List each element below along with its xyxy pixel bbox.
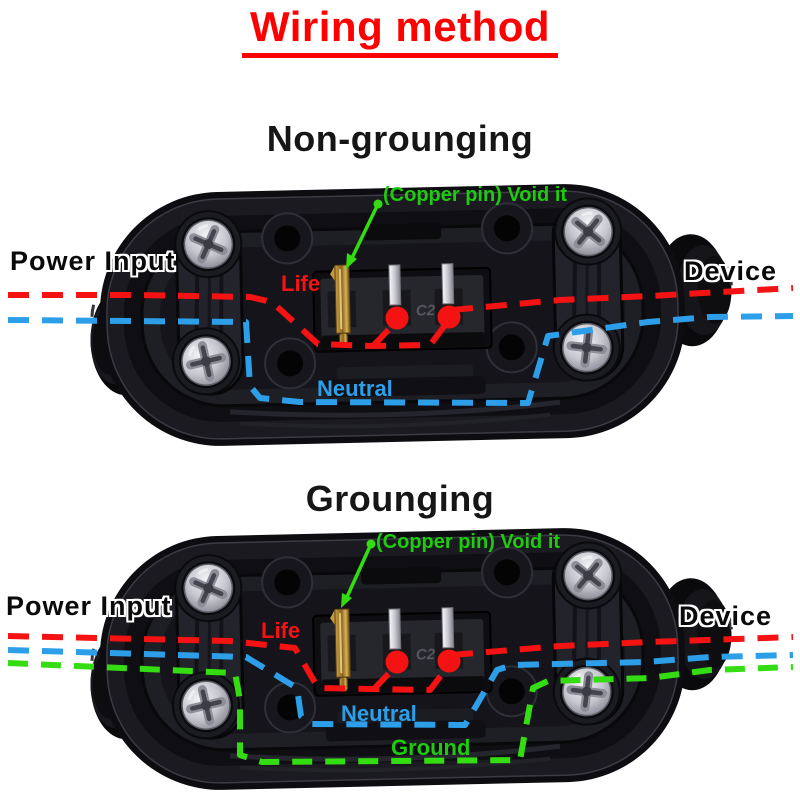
device-label-1: Device: [684, 256, 778, 286]
wiring-overlay-1: [7, 199, 794, 406]
junction-box-photo-1: [87, 180, 735, 448]
terminal-dot-right-2: [437, 649, 461, 673]
page-title: Wiring method: [0, 2, 800, 59]
terminal-dot-middle-1: [385, 306, 409, 330]
page-title-text: Wiring method: [241, 2, 559, 59]
terminal-dot-right-1: [437, 305, 461, 329]
life-label-2: Life: [261, 618, 301, 643]
life-wire-2: [7, 633, 452, 693]
section-heading-grounding: Grounging: [305, 478, 495, 519]
life-wire-2-branch: [371, 665, 397, 692]
life-wire-1-exit: [451, 285, 794, 313]
wiring-overlay-2: [7, 539, 794, 765]
life-wire-1-branch: [371, 321, 397, 348]
copper-pin-note-1: (Copper pin) Void it: [383, 184, 568, 206]
life-label-1: Life: [281, 271, 321, 296]
neutral-wire-1: [7, 313, 794, 406]
life-wire-1: [8, 292, 452, 349]
neutral-label-1: Neutral: [317, 376, 393, 401]
copper-pin-note-2: (Copper pin) Void it: [376, 531, 561, 553]
copper-pin-arrow-2: [341, 539, 376, 608]
power-input-label-2: Power Input: [6, 591, 172, 621]
section-heading-non-grounding: Non-grounging: [266, 118, 534, 159]
copper-pin-arrow-1: [346, 199, 383, 269]
terminal-dot-middle-2: [385, 650, 409, 674]
device-label-2: Device: [679, 601, 773, 631]
ground-label-2: Ground: [391, 735, 471, 760]
life-wire-2-exit: [451, 634, 794, 658]
ground-wire-2: [7, 660, 794, 765]
power-input-label-1: Power Input: [10, 246, 176, 276]
neutral-label-2: Neutral: [341, 701, 417, 726]
neutral-wire-2: [7, 647, 794, 728]
